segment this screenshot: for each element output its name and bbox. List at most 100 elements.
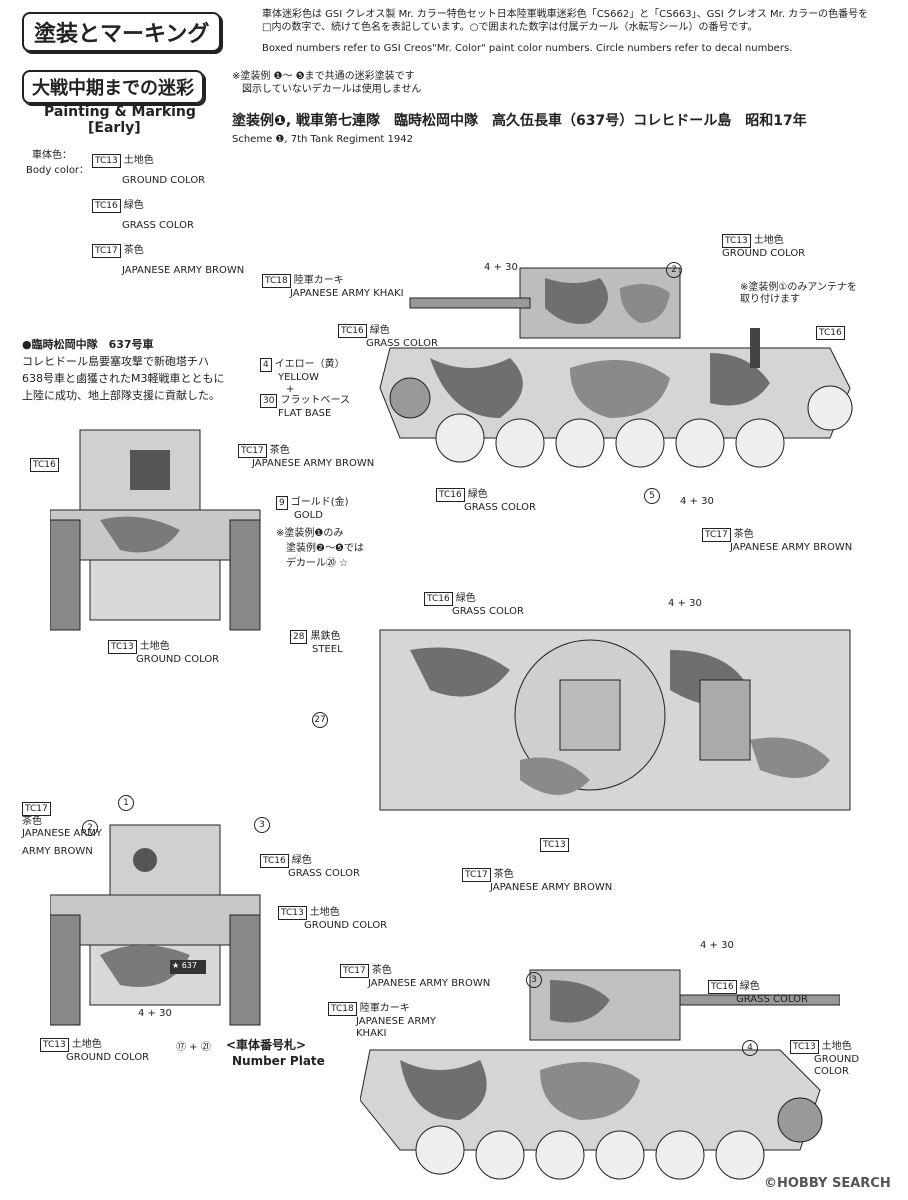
number-plate-jp: <車体番号札> <box>226 1038 307 1052</box>
paint-name-en: GROUND COLOR <box>66 1052 150 1063</box>
paint-name-jp: 茶色 <box>22 816 42 827</box>
callout-brown-rear: TC17 茶色 JAPANESE ARMY <box>22 802 102 840</box>
paint-name-en: JAPANESE ARMY BROWN <box>368 978 491 989</box>
paint-code: TC16 <box>424 592 453 606</box>
paint-code: TC13 <box>108 640 137 654</box>
body-color-label-en: Body color： <box>26 165 90 176</box>
paint-code: TC17 <box>340 964 369 978</box>
history-line: 上陸に成功、地上部隊支援に貢献した。 <box>22 389 220 402</box>
callout-4-30-rear: 4 + 30 <box>138 1008 172 1019</box>
history-note: ●臨時松岡中隊 637号車 コレヒドール島要塞攻撃で新砲塔チハ 638号車と鹵獲… <box>22 336 224 404</box>
paint-code: TC16 <box>708 980 737 994</box>
decal-27-marker: 27 <box>312 712 328 728</box>
paint-name-jp: ゴールド(金) <box>290 497 349 508</box>
paint-name-jp: 茶色 <box>269 445 290 456</box>
paint-code: TC17 <box>22 802 51 816</box>
subtitle-en: Painting & Marking <box>44 104 196 120</box>
paint-code: 9 <box>276 496 288 510</box>
subtitle-early: [Early] <box>88 120 141 136</box>
paint-name-jp: フラットベース <box>280 395 350 406</box>
paint-name-jp: 土地色 <box>821 1041 852 1052</box>
paint-name-en: GRASS COLOR <box>736 994 808 1005</box>
paint-code: TC13 <box>40 1038 69 1052</box>
paint-code-tc16-right: TC16 <box>816 326 845 340</box>
paint-name-en: GROUND COLOR <box>722 248 806 259</box>
decal-1-marker: 1 <box>118 795 134 811</box>
scheme-title-jp: 塗装例❶, 戦車第七連隊 臨時松岡中隊 高久伍長車（637号）コレヒドール島 昭… <box>232 113 807 129</box>
paint-name-en: GOLD <box>294 510 323 521</box>
number-plate-en: Number Plate <box>232 1054 325 1068</box>
callout-4-30-top: 4 + 30 <box>484 262 518 273</box>
paint-name-en: FLAT BASE <box>278 408 332 419</box>
paint-code: TC17 <box>462 868 491 882</box>
paint-code: TC13 <box>722 234 751 248</box>
history-line: コレヒドール島要塞攻撃で新砲塔チハ <box>22 355 209 368</box>
paint-code-tc13-top: TC13 <box>540 838 569 852</box>
paint-name-en: JAPANESE ARMY BROWN <box>252 458 375 469</box>
paint-name-en: JAPANESE ARMY BROWN <box>730 542 853 553</box>
decal-5-marker: 5 <box>644 488 660 504</box>
paint-name-jp: 土地色 <box>123 155 154 166</box>
paint-name-en: COLOR <box>814 1066 849 1077</box>
paint-code: TC17 <box>238 444 267 458</box>
paint-name-en: GROUND COLOR <box>136 654 220 665</box>
gold-note-line: ※塗装例❶のみ <box>276 528 344 539</box>
paint-code: TC17 <box>92 244 121 258</box>
paint-name-en: GRASS COLOR <box>464 502 536 513</box>
tank-front-view <box>50 429 261 631</box>
callout-army-brown-rear: ARMY BROWN <box>22 846 93 857</box>
paint-name-jp: 茶色 <box>733 529 754 540</box>
paint-name-en: JAPANESE ARMY KHAKI <box>290 288 404 299</box>
paint-code: TC16 <box>436 488 465 502</box>
paint-name-jp: 緑色 <box>467 489 488 500</box>
paint-code: TC17 <box>702 528 731 542</box>
paint-code: TC16 <box>338 324 367 338</box>
number-plate-value: ★ 637 <box>172 961 197 970</box>
decal-3-marker: 3 <box>526 972 542 988</box>
history-head: ●臨時松岡中隊 637号車 <box>22 338 154 351</box>
decal-3-rear-marker: 3 <box>254 817 270 833</box>
paint-name-jp: 土地色 <box>309 907 340 918</box>
paint-code: TC13 <box>790 1040 819 1054</box>
header-note-jp: 車体迷彩色は GSI クレオス製 Mr. カラー特色セット日本陸軍戦車迷彩色「C… <box>262 9 869 33</box>
decal-4-marker: 4 <box>742 1040 758 1056</box>
paint-code: TC16 <box>260 854 289 868</box>
paint-name-en: YELLOW <box>278 372 319 383</box>
paint-name-en: JAPANESE ARMY BROWN <box>490 882 613 893</box>
antenna-note: ※塗装例①のみアンテナを 取り付けます <box>740 282 857 306</box>
paint-name-en: GRASS COLOR <box>122 220 194 231</box>
paint-name-en: GROUND COLOR <box>304 920 388 931</box>
paint-name-en: KHAKI <box>356 1028 387 1039</box>
paint-name-jp: 土地色 <box>71 1039 102 1050</box>
paint-name-en: JAPANESE ARMY <box>22 828 103 839</box>
tank-top-view <box>379 629 851 811</box>
paint-code: TC13 <box>92 154 121 168</box>
scheme-title-en: Scheme ❶, 7th Tank Regiment 1942 <box>232 134 413 145</box>
paint-name-jp: イエロー（黄） <box>274 359 345 370</box>
gold-note-line: 塗装例❷〜❺では <box>286 543 364 554</box>
paint-code: TC13 <box>278 906 307 920</box>
paint-name-jp: 黒鉄色 <box>310 631 341 642</box>
paint-name-jp: 緑色 <box>369 325 390 336</box>
tank-side-view-1 <box>379 267 853 468</box>
paint-name-jp: 緑色 <box>291 855 312 866</box>
paint-name-jp: 土地色 <box>139 641 170 652</box>
tank-rear-view <box>50 824 261 1026</box>
paint-name-en: GRASS COLOR <box>452 606 524 617</box>
